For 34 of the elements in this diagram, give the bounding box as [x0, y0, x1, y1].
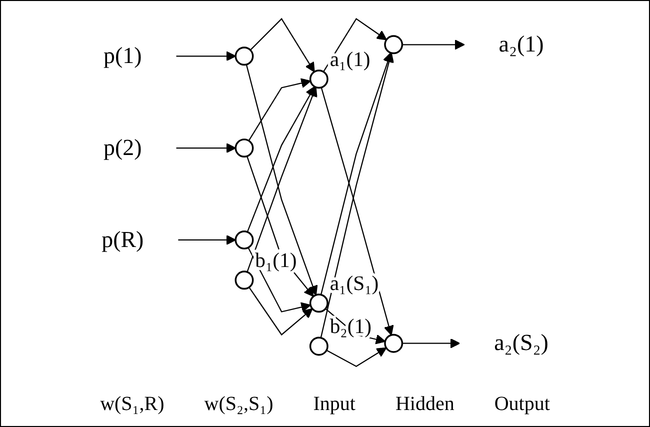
- arrow: [326, 347, 387, 367]
- arrow: [402, 40, 465, 50]
- node-circle: [309, 70, 328, 89]
- annotation-label: w(S₁,R): [100, 393, 164, 416]
- node-circle: [234, 46, 254, 66]
- arrow: [178, 234, 236, 245]
- node-text: p(1): [104, 44, 142, 69]
- node-text: p(2): [104, 135, 142, 161]
- arrow: [176, 51, 236, 62]
- annotation-label: Input: [313, 393, 356, 416]
- node-text: p(R): [102, 227, 144, 253]
- arrow: [250, 18, 315, 72]
- node-circle: [384, 334, 404, 353]
- arrow: [322, 18, 387, 72]
- node-caption: a₁(1): [330, 48, 370, 71]
- node-circle: [309, 294, 328, 313]
- annotation-label: Output: [494, 393, 550, 416]
- arrow: [248, 286, 313, 336]
- node-circle: [309, 336, 328, 356]
- node-text: a₂(1): [498, 32, 544, 58]
- arrow: [246, 64, 318, 296]
- node-circle: [234, 270, 254, 290]
- node-circle: [384, 35, 404, 54]
- node-circle: [234, 230, 254, 250]
- arrow: [246, 86, 318, 272]
- arrow: [402, 338, 460, 348]
- annotation-label: w(S₂,S₁): [204, 393, 274, 416]
- arrow: [246, 86, 316, 232]
- arrow: [320, 52, 393, 295]
- node-text: a₂(S₂): [494, 330, 548, 356]
- arrow: [248, 78, 311, 142]
- annotation-label: Hidden: [395, 393, 454, 416]
- arrow: [176, 143, 236, 154]
- node-circle: [234, 138, 254, 158]
